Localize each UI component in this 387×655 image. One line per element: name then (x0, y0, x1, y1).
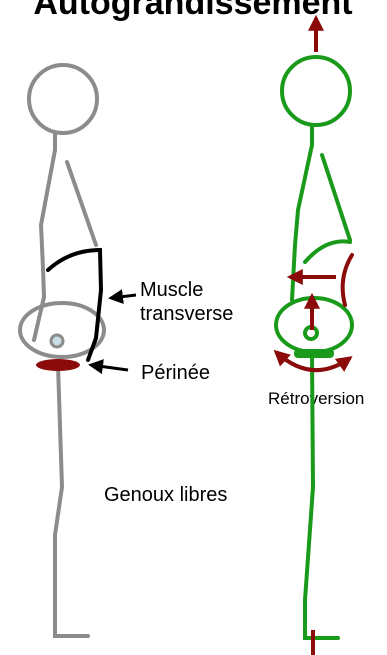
neutral-leg (55, 365, 88, 636)
neutral-back (41, 150, 55, 297)
neutral-front (67, 162, 96, 245)
active-figure (276, 57, 352, 638)
muscle-label-line2: transverse (140, 303, 233, 325)
active-head (282, 57, 350, 125)
active-front (322, 155, 350, 240)
neutral-head (29, 65, 97, 133)
perinee-pointer-arrow (91, 365, 128, 370)
perineum-mark (36, 359, 80, 371)
retroversion-label: Rétroversion (268, 389, 364, 408)
active-abdomen-curve (305, 241, 350, 262)
abdominal-contraction-curve (343, 255, 352, 305)
active-perineum-mark (294, 349, 334, 358)
neutral-lower-back (34, 297, 44, 340)
genoux-label: Genoux libres (104, 484, 227, 506)
navel-icon (51, 335, 63, 347)
diagram-title: Autograndissement (33, 0, 352, 22)
muscle-label-line1: Muscle (140, 279, 203, 301)
perinee-label: Périnée (141, 362, 210, 384)
muscle-pointer-arrow (111, 295, 136, 298)
